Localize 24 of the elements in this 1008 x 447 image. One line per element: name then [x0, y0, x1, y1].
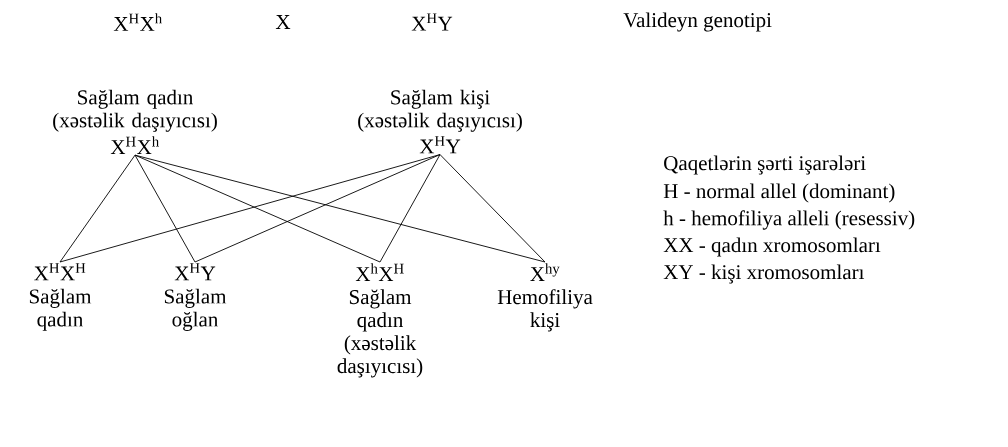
genotype-text: $\mathrm{X^{H}X^{H}}$ Sağlam qadın [29, 263, 92, 331]
heading-text: Qaqetlərin şərti işarələri [664, 155, 866, 175]
genotype-text: $\mathrm{X^{H}Y}$ [419, 136, 461, 154]
legend-text: h - hemofiliya alleli (resessiv) [663, 210, 915, 230]
genotype-text: $\mathrm{X^{hy}}$ Hemofiliya kişi [497, 263, 593, 332]
legend-text: XX - qadın xromosomları [663, 237, 881, 257]
connector-line [59, 154, 136, 263]
connector-line [194, 154, 441, 263]
genotype-text: X [275, 15, 291, 29]
description-text: Sağlam kişi (xəstəlik daşıyıcısı) [358, 89, 522, 132]
connector-line [134, 154, 381, 263]
genotype-text: $\mathrm{X^{H}Y}$ [411, 13, 453, 31]
legend-text: H - normal allel (dominant) [663, 183, 895, 203]
description-text: Sağlam qadın (xəstəlik daşıyıcısı) [53, 89, 217, 132]
legend-text: XY - kişi xromosomları [663, 264, 865, 284]
heading-text: Valideyn genotipi [623, 12, 772, 32]
genotype-text: $\mathrm{X^{h}X^{H}}$ Sağlam qadın (xəstəlik daşıyıcısı) [337, 263, 423, 378]
connector-line [134, 154, 546, 263]
genotype-text: $\mathrm{X^{H}X^{h}}$ [113, 13, 162, 31]
connector-line [134, 154, 196, 263]
genotype-text: $\mathrm{X^{H}X^{h}}$ [110, 136, 159, 154]
connector-line [379, 154, 441, 263]
connector-line [439, 154, 546, 263]
genotype-text: $\mathrm{X^{H}Y}$ Sağlam oğlan [164, 263, 227, 331]
